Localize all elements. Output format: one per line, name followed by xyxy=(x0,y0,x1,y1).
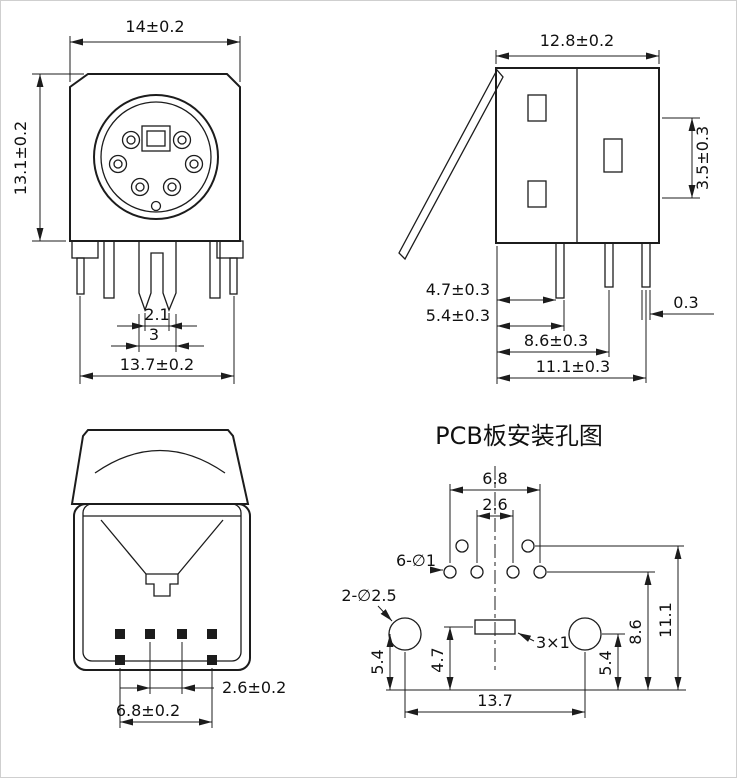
side-view: 12.8±0.2 3.5±0.3 4.7±0.3 5.4±0.3 0.3 xyxy=(398,31,714,384)
front-view: 14±0.2 13.1±0.2 2.1 3 xyxy=(11,17,244,384)
pcb-large-hole-right xyxy=(568,617,602,651)
pcb-dim-hole-span: 6.8 xyxy=(449,469,541,563)
bottom-dim-pin-pitch: 2.6±0.2 xyxy=(120,642,286,697)
pcb-dim-right-v3-label: 11.1 xyxy=(656,602,675,638)
front-pin-holes xyxy=(108,130,204,212)
pcb-small-holes xyxy=(443,539,547,579)
pcb-title: PCB板安装孔图 xyxy=(435,422,603,450)
pcb-label-large-holes: 2-∅2.5 xyxy=(341,586,397,622)
side-ground-flap xyxy=(398,68,504,261)
side-dim-height-right-label: 3.5±0.3 xyxy=(693,126,712,190)
side-dim-leg-thickness-label: 0.3 xyxy=(673,293,698,312)
side-dim-width-top: 12.8±0.2 xyxy=(495,31,660,64)
side-dim-leg-rear: 11.1±0.3 xyxy=(497,290,647,383)
side-dim-leg-mid-label: 8.6±0.3 xyxy=(524,331,588,350)
side-dim-leg-back: 5.4±0.3 xyxy=(426,300,565,331)
side-dim-leg-thickness: 0.3 xyxy=(641,290,714,320)
side-dim-leg-rear-label: 11.1±0.3 xyxy=(536,357,610,376)
pcb-slot xyxy=(474,619,516,635)
pcb-dim-left-vertical: 5.4 xyxy=(368,634,394,690)
pcb-dim-slot-vertical-label: 4.7 xyxy=(428,647,447,672)
side-dim-height-right: 3.5±0.3 xyxy=(662,117,712,199)
front-dim-height-left: 13.1±0.2 xyxy=(11,73,84,242)
bottom-body-inner xyxy=(82,503,242,662)
front-dim-height-left-label: 13.1±0.2 xyxy=(11,121,30,195)
pcb-large-hole-left xyxy=(388,617,422,651)
front-dim-width-bottom-label: 13.7±0.2 xyxy=(120,355,194,374)
front-body-outline xyxy=(69,73,241,242)
front-dim-prong-span: 3 xyxy=(111,314,204,352)
pcb-label-slot-text: 3×1 xyxy=(536,633,570,652)
pcb-dim-right-v3: 11.1 xyxy=(535,545,684,690)
front-key-slot-inner xyxy=(146,130,166,147)
pcb-view: PCB板安装孔图 6.8 2.6 xyxy=(341,422,686,718)
front-shield-inner-circle xyxy=(100,101,212,213)
side-slot-right xyxy=(603,138,623,173)
front-legs xyxy=(76,240,238,312)
front-left-ear xyxy=(71,240,99,259)
pcb-dim-right-v1-label: 5.4 xyxy=(596,650,615,675)
bottom-cap-outline xyxy=(70,429,250,505)
bottom-dim-pin-span: 6.8±0.2 xyxy=(116,668,213,728)
pcb-dim-right-v2-label: 8.6 xyxy=(626,619,645,644)
bottom-cap-dome xyxy=(94,449,226,474)
bottom-latch-funnel xyxy=(100,519,224,597)
pcb-label-slot: 3×1 xyxy=(517,632,570,652)
side-dim-leg-back-label: 5.4±0.3 xyxy=(426,306,490,325)
side-dim-leg-front: 4.7±0.3 xyxy=(426,280,556,304)
pcb-label-small-holes: 6-∅1 xyxy=(396,551,443,574)
bottom-body-outline xyxy=(73,503,251,671)
pcb-dim-hole-span-label: 6.8 xyxy=(482,469,507,488)
pcb-dim-hole-distance: 13.7 xyxy=(404,652,586,718)
pcb-dim-hole-pitch: 2.6 xyxy=(476,495,514,563)
front-dim-width-top: 14±0.2 xyxy=(69,17,241,82)
pcb-label-large-holes-text: 2-∅2.5 xyxy=(341,586,396,605)
pcb-dim-hole-distance-label: 13.7 xyxy=(477,691,513,710)
front-dim-prong-span-label: 3 xyxy=(149,325,159,344)
front-shield-outer-circle xyxy=(93,94,219,220)
front-dim-prong-gap: 2.1 xyxy=(117,305,197,331)
front-right-ear xyxy=(216,240,244,259)
pcb-dim-left-vertical-label: 5.4 xyxy=(368,649,387,674)
side-dim-width-top-label: 12.8±0.2 xyxy=(540,31,614,50)
front-key-slot-outer xyxy=(141,125,171,152)
side-dim-leg-front-label: 4.7±0.3 xyxy=(426,280,490,299)
front-dim-width-bottom: 13.7±0.2 xyxy=(79,296,235,384)
front-shield-prongs xyxy=(138,241,177,312)
front-dim-width-top-label: 14±0.2 xyxy=(125,17,184,36)
bottom-dim-pin-span-label: 6.8±0.2 xyxy=(116,701,180,720)
side-slot-top xyxy=(527,94,547,122)
bottom-dim-pin-pitch-label: 2.6±0.2 xyxy=(222,678,286,697)
side-slot-bottom xyxy=(527,180,547,208)
pcb-label-small-holes-text: 6-∅1 xyxy=(396,551,436,570)
pcb-dim-slot-vertical: 4.7 xyxy=(428,626,473,690)
bottom-pins xyxy=(115,629,217,665)
pcb-dim-right-v1: 5.4 xyxy=(596,633,625,690)
pcb-dim-right-v2: 8.6 xyxy=(547,571,655,690)
front-dim-prong-gap-label: 2.1 xyxy=(144,305,169,324)
bottom-view: 2.6±0.2 6.8±0.2 xyxy=(70,429,286,728)
pcb-dim-hole-pitch-label: 2.6 xyxy=(482,495,507,514)
side-legs xyxy=(555,242,651,299)
side-dim-leg-mid: 8.6±0.3 xyxy=(497,290,610,357)
